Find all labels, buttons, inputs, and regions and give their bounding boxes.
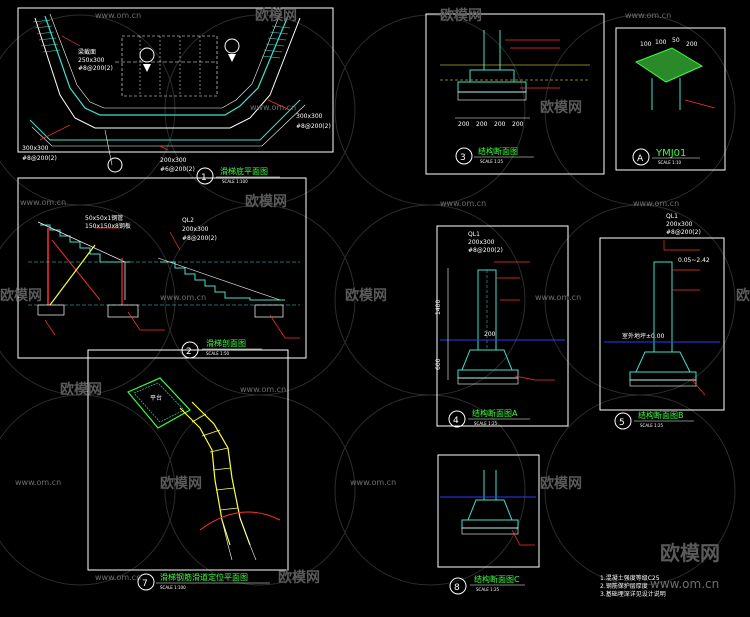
panel-4-beam-label: QL1 (468, 231, 480, 238)
watermark-brand: 欧模网 (440, 7, 482, 24)
panel-a-detail: 100 100 50 200 A YMJ01 SCALE 1:10 (615, 27, 726, 171)
panel-8-title: 结构断面图C (474, 574, 520, 584)
panel-5-beam-label: QL1 (666, 213, 678, 220)
panel-7-slide-plan: 平台 7 滑梯钢筋滑道定位平面图 SCALE 1:100 (87, 349, 289, 591)
panel-a-dim-b: 100 (655, 39, 667, 46)
panel-1-title: 滑梯底平面图 (220, 166, 268, 176)
panel-3-scale: SCALE 1:25 (480, 159, 504, 164)
watermark-url: www.om.cn (625, 11, 671, 20)
panel-4-section: 1400 600 QL1 200x300 #8@200(2) 200 4 结构断… (435, 225, 569, 428)
panel-3-section: 200 200 200 200 3 结构断面图 SCALE 1:25 (425, 13, 605, 175)
watermarks: www.om.cn 欧模网 www.om.cn 欧模网 www.om.cn 欧模… (0, 7, 750, 591)
watermark-brand: 欧模网 (255, 7, 297, 24)
panel-4-title: 结构断面图A (472, 408, 518, 418)
panel-5-level: 0.05~2.42 (678, 257, 710, 264)
watermark-brand: 欧模网 (0, 287, 42, 304)
panel-a-letter: A (637, 154, 644, 164)
panel-a-scale: SCALE 1:10 (658, 160, 682, 165)
panel-4-width: 200 (484, 331, 496, 338)
panel-1-left-size: 300x300 (22, 145, 49, 152)
watermark-brand: 欧模网 (540, 99, 582, 116)
note-1: 1.混凝土强度等级C25 (600, 574, 660, 582)
panel-1-beam-label: 梁截面 (78, 48, 96, 56)
panel-3-title: 结构断面图 (478, 146, 518, 156)
watermark-url: www.om.cn (95, 11, 141, 20)
watermark-brand: 欧模网 (245, 193, 287, 210)
panel-4-beam-rebar: #8@200(2) (468, 247, 503, 254)
watermark-url: www.om.cn (250, 103, 296, 112)
panel-2-beam-rebar: #8@200(2) (182, 235, 217, 242)
panel-4-depth: 600 (435, 358, 442, 370)
watermark-brand-large: 欧模网 (660, 541, 720, 565)
panel-1-bottom-size: 200x300 (160, 157, 187, 164)
watermark-url: www.om.cn (15, 478, 61, 487)
watermark-url: www.om.cn (535, 293, 581, 302)
watermark-brand: 欧模网 (60, 381, 102, 398)
note-3: 3.基础埋深详见设计说明 (600, 590, 666, 598)
panel-2-scale: SCALE 1:50 (206, 351, 230, 356)
panel-1-right-rebar: #8@200(2) (296, 123, 331, 130)
watermark-url: www.om.cn (240, 385, 286, 394)
panel-4-number: 4 (453, 416, 459, 426)
panel-5-scale: SCALE 1:25 (640, 423, 664, 428)
panel-1-plan: 梁截面 250x300 #8@200(2) 300x300 #8@200(2) … (17, 7, 334, 185)
panel-1-beam-size: 250x300 (78, 57, 105, 64)
panel-a-dim-a: 100 (640, 41, 652, 48)
panel-5-beam-rebar: #8@200(2) (666, 229, 701, 236)
panel-2-title: 滑梯剖面图 (206, 338, 246, 348)
panel-1-right-size: 300x300 (296, 113, 323, 120)
panel-2-section: 50x50x1钢管 150x150x8钢板 QL2 200x300 #8@200… (17, 177, 307, 359)
watermark-url: www.om.cn (20, 198, 66, 207)
panel-4-beam-size: 200x300 (468, 239, 495, 246)
watermark-brand: 欧模网 (736, 287, 750, 304)
panel-7-scale: SCALE 1:100 (160, 585, 186, 590)
panel-3-number: 3 (460, 153, 466, 163)
panel-2-step-size-b: 150x150x8钢板 (85, 222, 131, 230)
panel-1-beam-rebar: #8@200(2) (78, 65, 113, 72)
panel-a-dim-d: 200 (686, 41, 698, 48)
watermark-url: www.om.cn (440, 199, 486, 208)
panel-5-beam-size: 200x300 (666, 221, 693, 228)
watermark-brand: 欧模网 (345, 287, 387, 304)
panel-8-scale: SCALE 1:25 (476, 587, 500, 592)
note-2: 2.钢筋保护层厚度 (600, 582, 648, 590)
notes-block: 1.混凝土强度等级C25 2.钢筋保护层厚度 3.基础埋深详见设计说明 (600, 574, 666, 598)
watermark-url: www.om.cn (160, 293, 206, 302)
watermark-url: www.om.cn (633, 199, 679, 208)
panel-2-number: 2 (186, 347, 192, 357)
watermark-brand: 欧模网 (540, 475, 582, 492)
watermark-url: www.om.cn (95, 573, 141, 582)
panel-5-ground-level: 室外地坪±0.00 (622, 332, 665, 340)
panel-1-scale: SCALE 1:100 (222, 179, 248, 184)
panel-5-section: QL1 200x300 #8@200(2) 0.05~2.42 室外地坪±0.0… (599, 213, 725, 430)
panel-5-number: 5 (619, 418, 625, 428)
watermark-url-large: www.om.cn (650, 577, 719, 591)
panel-a-dim-c: 50 (672, 37, 680, 44)
panel-5-title: 结构断面图B (638, 410, 684, 420)
panel-2-beam-size: 200x300 (182, 226, 209, 233)
panel-8-section: 8 结构断面图C SCALE 1:25 (437, 454, 540, 595)
panel-3-dim-d: 200 (512, 121, 524, 128)
panel-3-dim-a: 200 (458, 121, 470, 128)
panel-1-bottom-rebar: #6@200(2) (160, 166, 195, 173)
panel-2-beam-label: QL2 (182, 217, 194, 224)
panel-7-platform-note: 平台 (150, 394, 162, 402)
panel-1-left-rebar: #8@200(2) (22, 155, 57, 162)
panel-3-dim-b: 200 (476, 121, 488, 128)
watermark-url: www.om.cn (350, 478, 396, 487)
watermark-circles (0, 14, 736, 586)
watermark-brand: 欧模网 (278, 569, 320, 586)
panel-2-step-size-a: 50x50x1钢管 (85, 214, 123, 222)
panel-7-number: 7 (142, 579, 148, 589)
panel-7-title: 滑梯钢筋滑道定位平面图 (160, 572, 248, 582)
panel-3-dim-c: 200 (494, 121, 506, 128)
panel-a-title: YMJ01 (655, 148, 686, 159)
panel-4-scale: SCALE 1:25 (474, 421, 498, 426)
panel-4-height: 1400 (435, 300, 442, 315)
panel-8-number: 8 (454, 583, 460, 593)
watermark-brand: 欧模网 (160, 475, 202, 492)
